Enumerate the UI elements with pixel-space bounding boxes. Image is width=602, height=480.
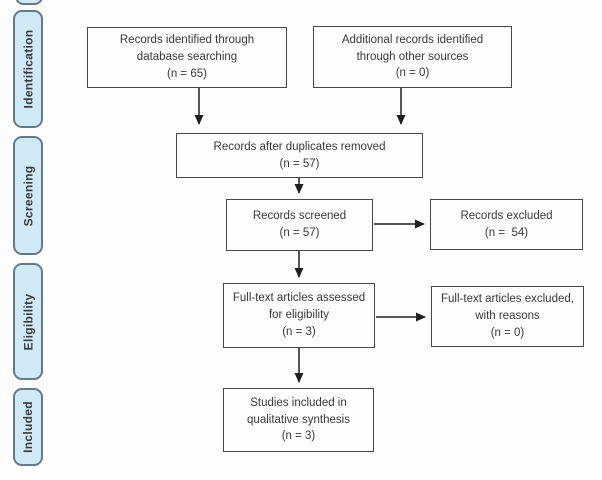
box-records-screened-text: Records screened (n = 57)	[252, 210, 347, 239]
stage-label-identification: Identification	[21, 29, 35, 109]
box-records-identified-text: Records identified through database sear…	[119, 34, 255, 80]
stage-box-screening: Screening	[13, 136, 43, 255]
box-fulltext-assessed-text: Full-text articles assessed for eligibil…	[232, 292, 366, 338]
box-fulltext-assessed: Full-text articles assessed for eligibil…	[223, 283, 375, 348]
box-additional-records-text: Additional records identified through ot…	[341, 33, 484, 80]
stage-box-included: Included	[13, 388, 43, 466]
box-additional-records: Additional records identified through ot…	[313, 26, 512, 88]
box-fulltext-excluded-text: Full-text articles excluded, with reason…	[441, 293, 574, 339]
box-studies-included: Studies included in qualitative synthesi…	[223, 388, 374, 452]
box-records-excluded: Records excluded (n = 54)	[430, 199, 583, 250]
box-records-identified: Records identified through database sear…	[87, 27, 287, 88]
box-fulltext-excluded: Full-text articles excluded, with reason…	[431, 286, 584, 347]
stage-label-included: Included	[21, 401, 35, 453]
box-after-duplicates-removed: Records after duplicates removed (n = 57…	[176, 133, 423, 178]
stage-label-eligibility: Eligibility	[21, 293, 36, 350]
stage-box-eligibility: Eligibility	[13, 263, 43, 380]
stage-box-clipped-top	[15, 0, 43, 5]
box-studies-included-text: Studies included in qualitative synthesi…	[247, 396, 350, 443]
box-after-duplicates-removed-text: Records after duplicates removed (n = 57…	[213, 140, 386, 170]
stage-box-identification: Identification	[13, 10, 43, 128]
box-records-excluded-text: Records excluded (n = 54)	[460, 209, 553, 239]
box-records-screened: Records screened (n = 57)	[226, 199, 373, 251]
stage-label-screening: Screening	[21, 165, 36, 226]
